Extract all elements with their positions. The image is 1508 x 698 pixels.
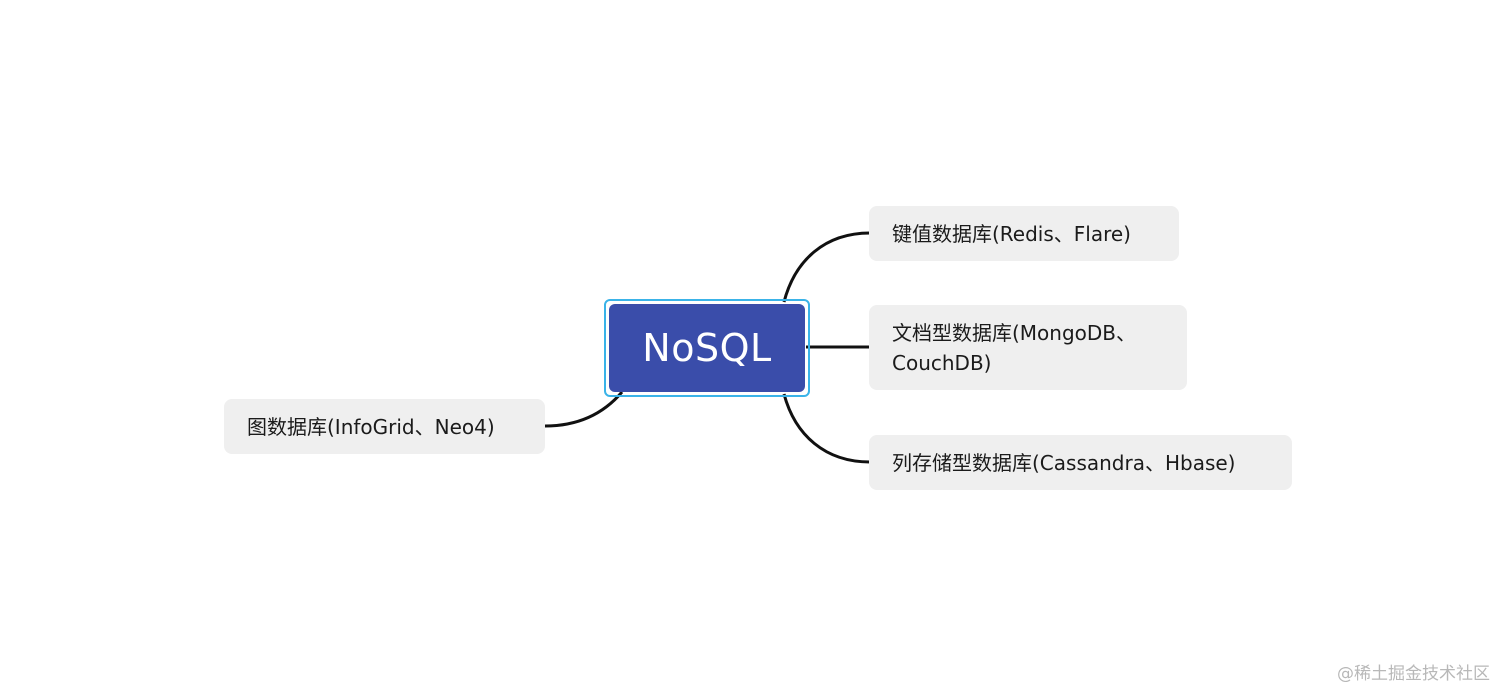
branch-node-column-db[interactable]: 列存储型数据库(Cassandra、Hbase) bbox=[869, 435, 1292, 490]
branch-node-document-db[interactable]: 文档型数据库(MongoDB、 CouchDB) bbox=[869, 305, 1187, 390]
root-node-label: NoSQL bbox=[642, 326, 772, 370]
watermark: @稀土掘金技术社区 bbox=[1337, 664, 1490, 684]
branch-node-label-line2: CouchDB) bbox=[892, 350, 992, 375]
branch-node-label: 键值数据库(Redis、Flare) bbox=[892, 221, 1131, 246]
connector-graph bbox=[544, 391, 624, 428]
root-node[interactable]: NoSQL bbox=[609, 304, 805, 392]
branch-node-label-line1: 文档型数据库(MongoDB、 bbox=[892, 320, 1137, 345]
root-node-selection-outline bbox=[604, 299, 810, 397]
branch-node-label: 图数据库(InfoGrid、Neo4) bbox=[247, 414, 495, 439]
branch-node-graph-db[interactable]: 图数据库(InfoGrid、Neo4) bbox=[224, 399, 545, 454]
branch-node-keyvalue-db[interactable]: 键值数据库(Redis、Flare) bbox=[869, 206, 1179, 261]
connector-keyvalue bbox=[782, 231, 871, 303]
connector-column bbox=[782, 393, 871, 464]
branch-node-label: 列存储型数据库(Cassandra、Hbase) bbox=[892, 450, 1236, 475]
